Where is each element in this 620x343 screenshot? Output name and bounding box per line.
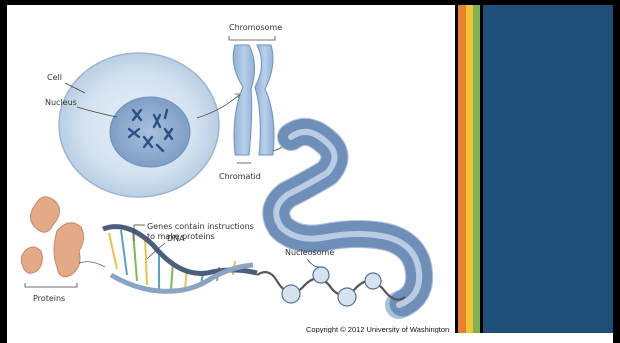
nucleosomes: Nucleosome: [257, 248, 405, 306]
dna-helix: DNA Genes contain instructions to make p…: [103, 222, 257, 291]
chromosome-label: Chromosome: [229, 23, 282, 32]
chromatin-coil: [276, 132, 419, 305]
dna-illustration: Cell Nucleus Chromosome Chromatid: [7, 5, 455, 333]
stripe-green: [473, 5, 480, 333]
chromatid-label: Chromatid: [219, 172, 261, 181]
nucleus-label: Nucleus: [45, 98, 77, 107]
proteins-label: Proteins: [33, 294, 65, 303]
proteins: Proteins: [21, 197, 105, 303]
stripe-orange: [458, 5, 466, 333]
side-panel: [483, 5, 613, 333]
cell-label: Cell: [47, 73, 62, 82]
bottom-margin: [7, 333, 613, 343]
illustration-canvas: Cell Nucleus Chromosome Chromatid: [7, 5, 455, 333]
genes-label: Genes contain instructions: [147, 222, 254, 231]
stripe-yellow: [466, 5, 473, 333]
genes-label-2: to make proteins: [147, 232, 215, 241]
nucleosome-label: Nucleosome: [285, 248, 334, 257]
cell: [59, 53, 240, 197]
